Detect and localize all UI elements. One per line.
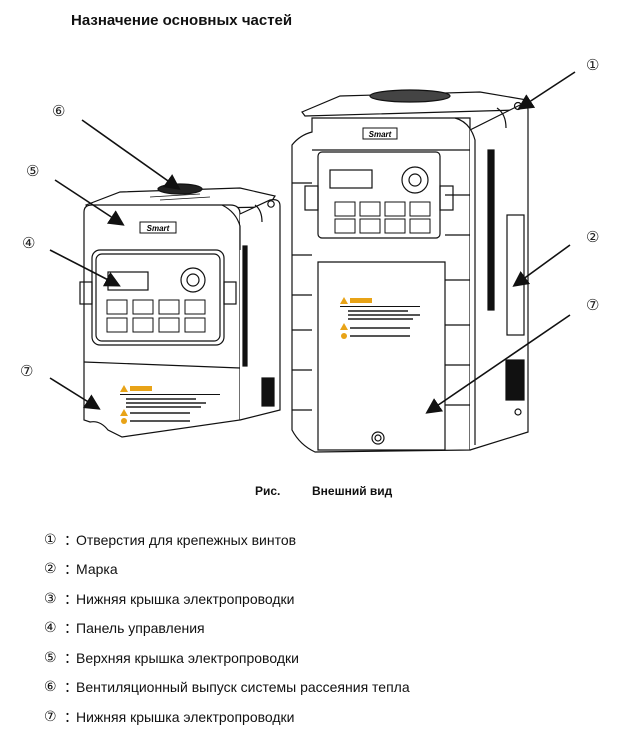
- arrow-6: [81, 119, 181, 190]
- legend-separator: ：: [64, 649, 78, 666]
- legend-separator: ：: [64, 531, 78, 548]
- caption-text: Внешний вид: [312, 484, 393, 498]
- legend-text: Панель управления: [76, 620, 205, 637]
- inverter-illustration: Smart Smart: [49, 71, 576, 453]
- callout-7-left: ⑦: [20, 362, 34, 380]
- arrow-5: [54, 179, 125, 226]
- arrow-7-left: [49, 377, 101, 410]
- legend-text: Нижняя крышка электропроводки: [76, 590, 295, 607]
- legend-separator: ：: [64, 679, 78, 696]
- legend-item: ⑥ ： Вентиляционный выпуск системы рассея…: [44, 673, 410, 703]
- caption-prefix: Рис.: [255, 484, 281, 498]
- callout-5: ⑤: [26, 162, 40, 180]
- large-inverter: [291, 89, 529, 453]
- legend-text: Вентиляционный выпуск системы рассеяния …: [76, 679, 410, 696]
- legend-number: ③: [44, 590, 57, 607]
- callout-1: ①: [586, 56, 600, 74]
- legend-number: ②: [44, 561, 57, 578]
- legend-separator: ：: [64, 708, 78, 725]
- legend-item: ② ： Марка: [44, 555, 410, 585]
- legend-item: ⑤ ： Верхняя крышка электропроводки: [44, 643, 410, 673]
- small-inverter: [79, 183, 281, 438]
- callout-4: ④: [22, 234, 36, 252]
- callout-6: ⑥: [52, 102, 66, 120]
- large-vent-grille: [369, 89, 451, 103]
- legend-separator: ：: [64, 561, 78, 578]
- brand-label-small: Smart: [147, 224, 170, 233]
- legend-item: ⑦ ： Нижняя крышка электропроводки: [44, 702, 410, 732]
- legend-item: ① ： Отверстия для крепежных винтов: [44, 525, 410, 555]
- device-figure: Smart Smart ① ② ④ ⑤ ⑥ ⑦ ⑦: [0, 40, 630, 480]
- arrow-1: [517, 71, 576, 110]
- page-title: Назначение основных частей: [71, 12, 293, 29]
- brand-label-large: Smart: [369, 130, 392, 139]
- parts-legend: ① ： Отверстия для крепежных винтов ② ： М…: [44, 525, 410, 732]
- legend-number: ⑤: [44, 649, 57, 666]
- legend-number: ⑥: [44, 679, 57, 696]
- arrow-7-right: [425, 314, 571, 414]
- legend-item: ③ ： Нижняя крышка электропроводки: [44, 584, 410, 614]
- legend-item: ④ ： Панель управления: [44, 614, 410, 644]
- legend-separator: ：: [64, 590, 78, 607]
- legend-number: ⑦: [44, 708, 57, 725]
- legend-text: Нижняя крышка электропроводки: [76, 708, 295, 725]
- callout-2: ②: [586, 228, 600, 246]
- legend-text: Верхняя крышка электропроводки: [76, 649, 299, 666]
- callout-arrows: [49, 71, 576, 414]
- arrow-4: [49, 249, 121, 287]
- legend-number: ①: [44, 531, 57, 548]
- legend-text: Марка: [76, 561, 118, 578]
- legend-number: ④: [44, 620, 57, 637]
- legend-text: Отверстия для крепежных винтов: [76, 531, 297, 548]
- callout-7-right: ⑦: [586, 296, 600, 314]
- legend-separator: ：: [64, 620, 78, 637]
- small-vent-grille: [157, 183, 203, 195]
- arrow-2: [512, 244, 571, 287]
